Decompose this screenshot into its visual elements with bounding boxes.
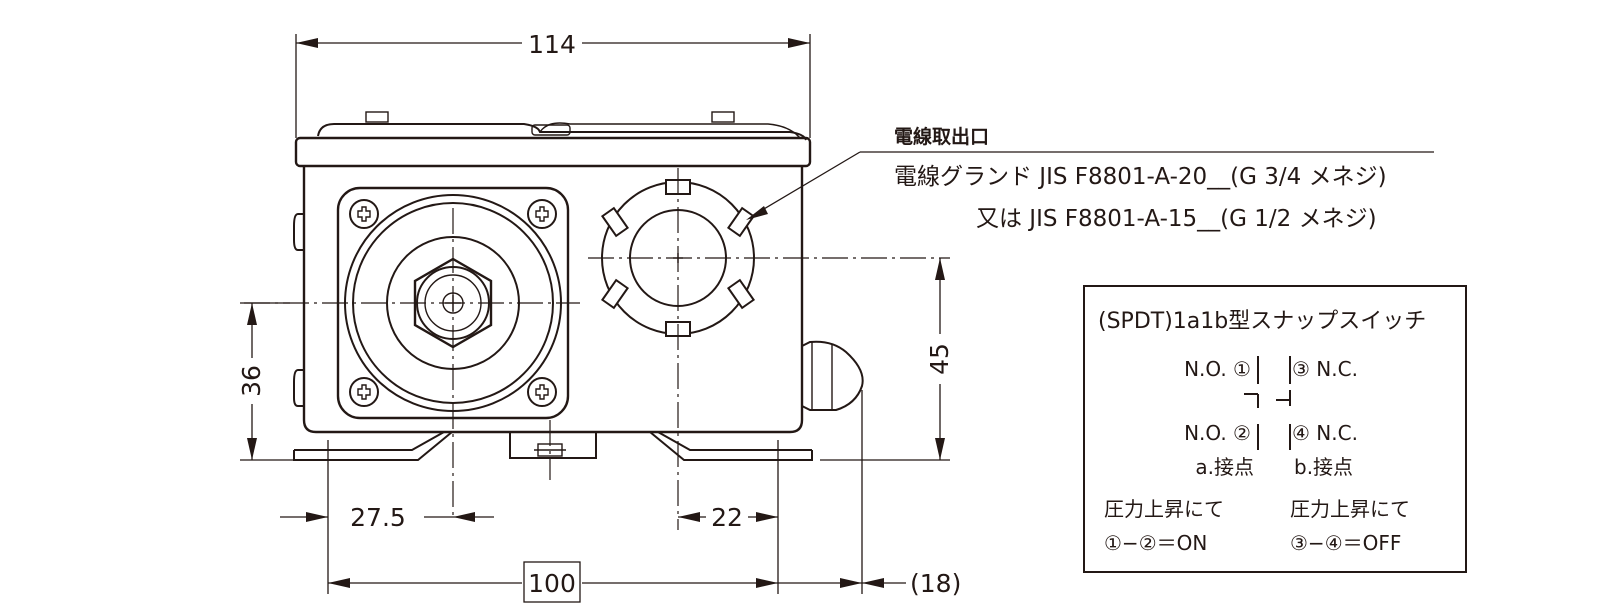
contact-a-label: a.接点 — [1195, 455, 1254, 479]
dim-mount-pitch: 100 — [528, 569, 576, 598]
dimension-lines — [240, 34, 950, 603]
off-condition: ③−④＝OFF — [1290, 531, 1401, 555]
terminal-no1: N.O. ① — [1184, 357, 1251, 381]
enclosure-body — [293, 111, 864, 461]
screw-bottom-right-icon — [527, 377, 557, 407]
callout-title: 電線取出口 — [894, 125, 989, 148]
dim-port-offset: 27.5 — [350, 503, 406, 532]
switch-type-title: (SPDT)1a1b型スナップスイッチ — [1098, 309, 1426, 334]
terminal-nc3: ③ N.C. — [1292, 357, 1358, 381]
dim-height-to-outlet: 45 — [925, 343, 954, 375]
screw-bottom-left-icon — [349, 377, 379, 407]
callout-gland-20: 電線グランド JIS F8801-A-20__(G 3/4 メネジ) — [894, 164, 1387, 190]
callout-gland-15: 又は JIS F8801-A-15__(G 1/2 メネジ) — [976, 206, 1377, 232]
center-lines — [244, 168, 950, 530]
dim-gland-projection: (18) — [910, 569, 961, 598]
rise-left-label: 圧力上昇にて — [1104, 497, 1224, 521]
dim-overall-width: 114 — [528, 30, 576, 59]
rise-right-label: 圧力上昇にて — [1290, 497, 1410, 521]
dim-height-to-port: 36 — [237, 365, 266, 397]
terminal-nc4: ④ N.C. — [1292, 421, 1358, 445]
switch-diagram-box: (SPDT)1a1b型スナップスイッチ N.O. ① ③ N.C. N.O. ②… — [1083, 285, 1467, 573]
dim-outlet-offset: 22 — [711, 503, 743, 532]
terminal-no2: N.O. ② — [1184, 421, 1251, 445]
contact-b-label: b.接点 — [1294, 455, 1353, 479]
on-condition: ①−②＝ON — [1104, 531, 1207, 555]
screw-top-left-icon — [349, 199, 379, 229]
screw-top-right-icon — [527, 199, 557, 229]
contact-symbol — [1244, 356, 1291, 450]
callout-leader — [746, 151, 1434, 220]
